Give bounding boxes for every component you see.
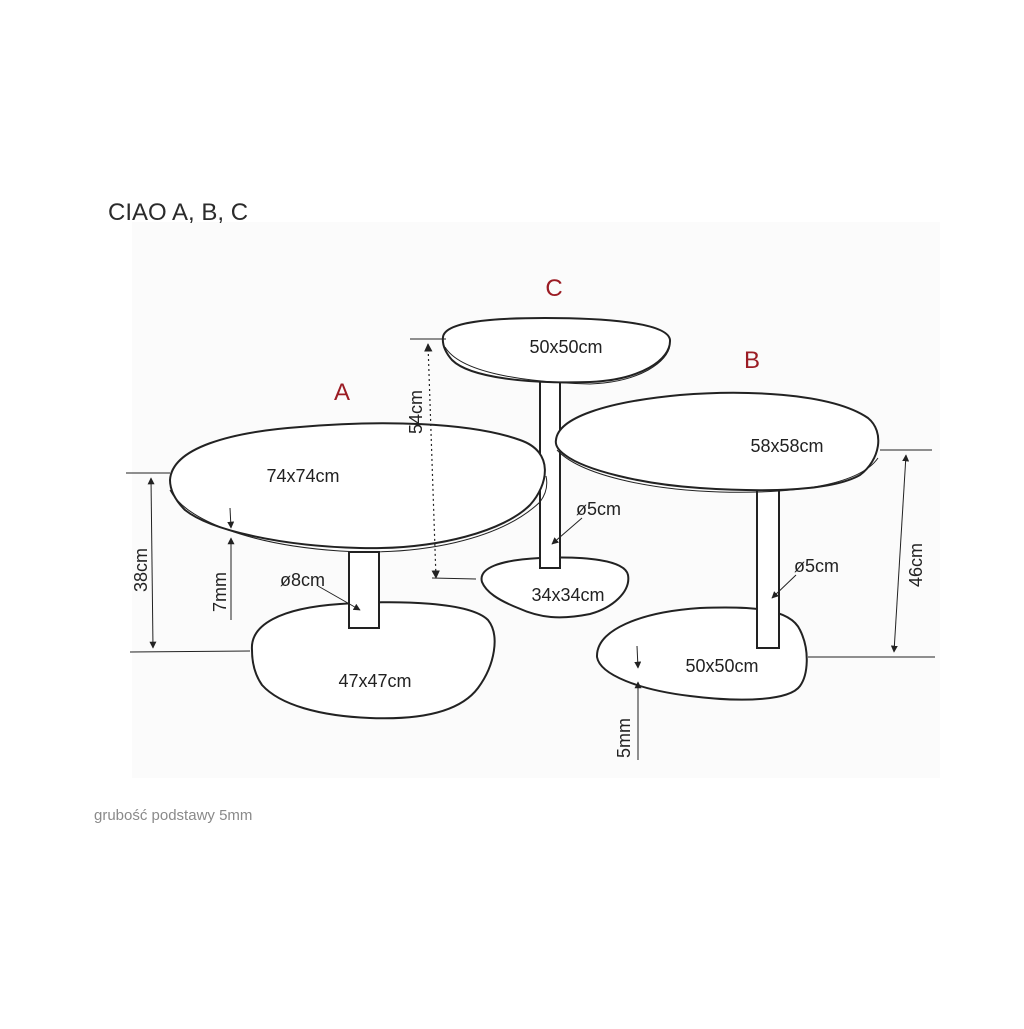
label-c-base: 34x34cm xyxy=(531,585,604,605)
dimension-b-height xyxy=(808,449,935,658)
base-thickness-note: grubość podstawy 5mm xyxy=(94,807,252,824)
label-b-height: 46cm xyxy=(906,543,926,587)
label-b-base: 50x50cm xyxy=(685,656,758,676)
dimension-a-height xyxy=(126,472,251,653)
dimension-c-height xyxy=(410,338,477,580)
table-c-base xyxy=(480,556,630,619)
table-b-top-edge xyxy=(556,449,879,493)
label-c-height: 54cm xyxy=(406,390,426,434)
label-b-leg: ø5cm xyxy=(794,556,839,576)
table-a-top xyxy=(168,422,546,550)
table-a-leg xyxy=(348,551,380,629)
dimension-a-top-thickness xyxy=(227,507,235,620)
letter-a: A xyxy=(334,379,350,406)
table-c-top-edge xyxy=(444,344,671,385)
label-a-top-thickness: 7mm xyxy=(210,572,230,612)
table-a-top-edge xyxy=(169,475,548,553)
label-a-base: 47x47cm xyxy=(338,671,411,691)
pointer-b-leg xyxy=(771,574,797,599)
table-a-base xyxy=(250,601,496,720)
label-a-height: 38cm xyxy=(131,548,151,592)
page-title: CIAO A, B, C xyxy=(108,199,248,226)
label-b-base-thickness: 5mm xyxy=(614,718,634,758)
table-b xyxy=(554,391,880,701)
label-b-top: 58x58cm xyxy=(750,436,823,456)
table-c xyxy=(441,316,672,619)
pointer-c-leg xyxy=(551,517,583,545)
table-c-top xyxy=(441,316,672,384)
letter-c: C xyxy=(545,275,562,302)
letter-b: B xyxy=(744,347,760,374)
label-a-leg: ø8cm xyxy=(280,570,325,590)
dimension-b-base-thickness xyxy=(634,645,642,760)
table-b-leg xyxy=(756,489,780,649)
table-b-base xyxy=(595,606,808,701)
label-c-leg: ø5cm xyxy=(576,499,621,519)
label-a-top: 74x74cm xyxy=(266,466,339,486)
table-a xyxy=(168,422,548,720)
label-c-top: 50x50cm xyxy=(529,337,602,357)
pointer-a-leg xyxy=(317,585,361,611)
